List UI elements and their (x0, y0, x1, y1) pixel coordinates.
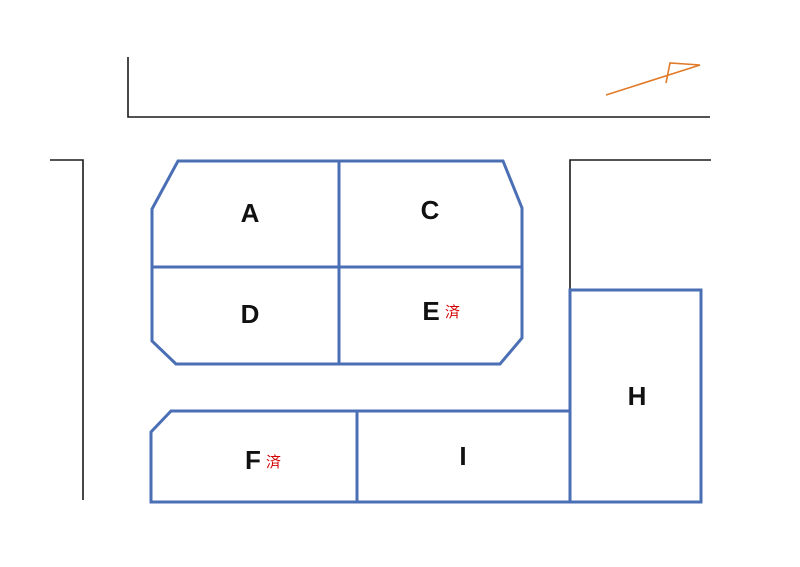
road-line-right (569, 159, 711, 290)
lot-d-label: D (241, 299, 260, 329)
lot-h-label: H (628, 381, 647, 411)
upper-block-outline (150, 159, 524, 366)
lower-block (149, 409, 572, 504)
lower-block-outline (149, 409, 572, 504)
lot-e-status: 済 (445, 303, 460, 321)
lot-f-status: 済 (266, 453, 281, 471)
lot-e-label: E (422, 296, 439, 326)
lot-f-label: F (245, 445, 261, 475)
lot-a-label: A (241, 198, 260, 228)
road-line-top (127, 57, 710, 118)
upper-block (150, 159, 524, 366)
lot-c-label: C (421, 195, 440, 225)
lot-i-label: I (459, 441, 466, 471)
road-line-left (50, 159, 84, 500)
north-arrow-icon (605, 62, 701, 96)
lot-h-outline (568, 288, 703, 504)
